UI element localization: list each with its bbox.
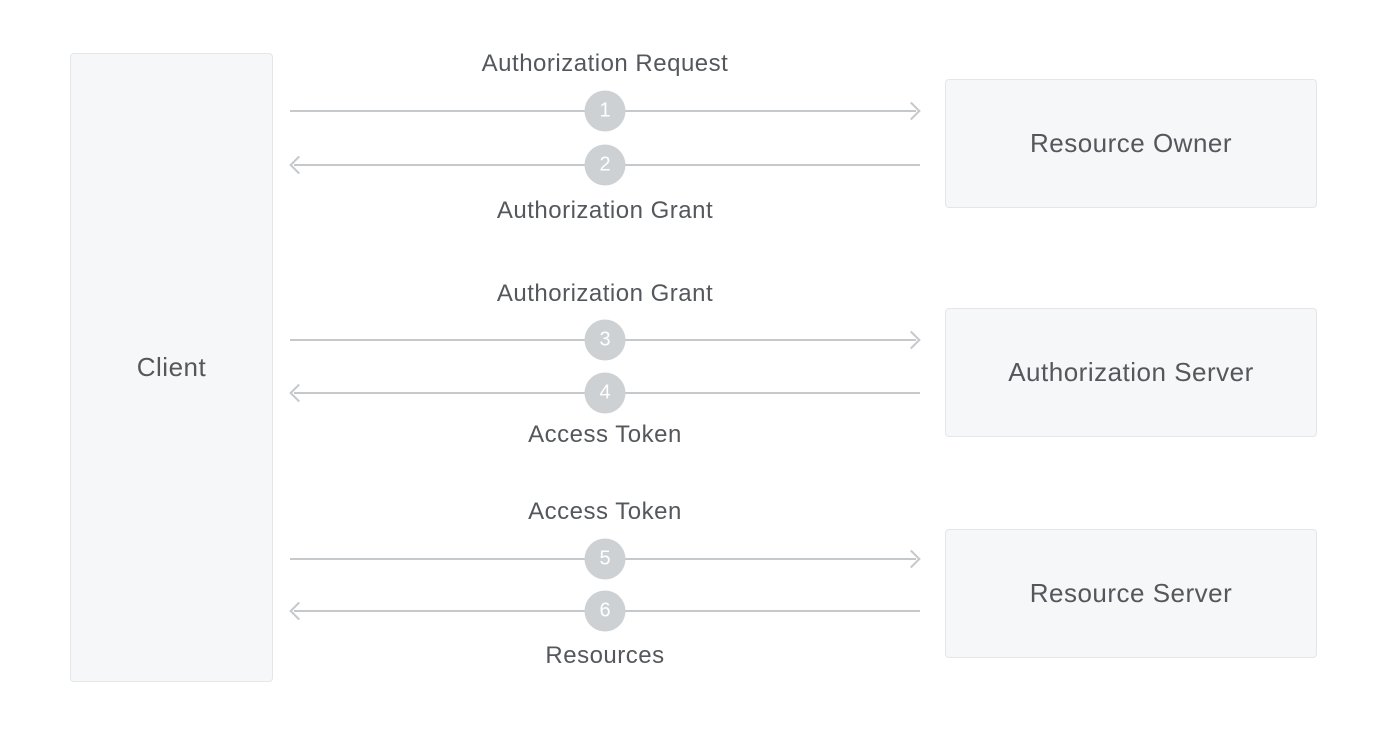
resource-owner-label: Resource Owner: [1029, 128, 1233, 158]
flow-label-authorization-request: Authorization Request: [481, 50, 729, 77]
step-circle-3: 3: [584, 319, 626, 361]
step-circle-1: 1: [584, 90, 626, 132]
authorization-server-label: Authorization Server: [1008, 357, 1254, 387]
resource-owner-box: Resource Owner: [945, 79, 1317, 208]
authorization-server-box: Authorization Server: [945, 308, 1317, 437]
step-number: 6: [599, 599, 611, 622]
arrow-step-4: 4: [289, 371, 920, 415]
step-number: 1: [599, 99, 611, 122]
resource-server-label: Resource Server: [1029, 578, 1233, 608]
arrowhead-right-icon: [902, 549, 921, 569]
step-number: 5: [599, 547, 611, 570]
flow-label-access-token-request: Access Token: [528, 498, 682, 525]
arrowhead-left-icon: [289, 601, 308, 621]
arrowhead-left-icon: [289, 155, 308, 175]
arrow-step-5: 5: [290, 537, 921, 581]
flow-column: Authorization Request 1 2 Authorization …: [289, 0, 921, 739]
flow-label-access-token-response: Access Token: [528, 421, 682, 448]
step-circle-2: 2: [584, 144, 626, 186]
step-circle-5: 5: [584, 538, 626, 580]
arrow-step-3: 3: [290, 318, 921, 362]
step-number: 3: [599, 328, 611, 351]
arrow-step-2: 2: [289, 143, 920, 187]
resource-server-box: Resource Server: [945, 529, 1317, 658]
step-circle-4: 4: [584, 372, 626, 414]
flow-label-authorization-grant-response: Authorization Grant: [496, 197, 714, 224]
arrowhead-right-icon: [902, 101, 921, 121]
step-number: 4: [599, 381, 611, 404]
step-circle-6: 6: [584, 590, 626, 632]
step-number: 2: [599, 153, 611, 176]
flow-label-resources-response: Resources: [545, 642, 665, 669]
client-box: Client: [70, 53, 273, 682]
arrowhead-left-icon: [289, 383, 308, 403]
arrow-step-1: 1: [290, 89, 921, 133]
flow-label-authorization-grant-request: Authorization Grant: [496, 280, 714, 307]
arrowhead-right-icon: [902, 330, 921, 350]
arrow-step-6: 6: [289, 589, 920, 633]
client-label: Client: [136, 352, 207, 382]
